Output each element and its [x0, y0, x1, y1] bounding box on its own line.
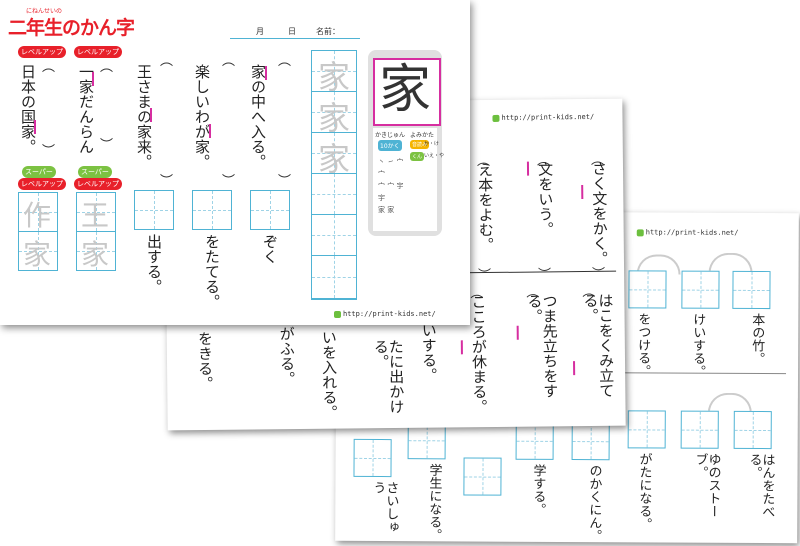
kanji-display [373, 58, 441, 126]
sentence: がふる。 [277, 326, 297, 387]
site-logo: http://print-kids.net/ [334, 310, 436, 318]
sentence: けいする。 [689, 312, 706, 378]
answer-box [76, 231, 116, 271]
answer-box [732, 270, 771, 310]
sentence: をたてる。 [203, 234, 221, 309]
strokes-badge: 10かく [378, 140, 402, 151]
title-ruby: にねんせいの [26, 8, 63, 15]
sentence: 楽しいわが家。 [193, 64, 211, 169]
practice-box [311, 91, 357, 133]
sentence: ぞく [261, 234, 279, 264]
answer-box [18, 231, 58, 271]
trace-kanji: 作 [22, 199, 51, 232]
highlight-mark [516, 325, 519, 340]
sentence: がたになる。 [636, 452, 652, 531]
super-badge: スーパー [78, 166, 112, 178]
site-logo: http://print-kids.net/ [636, 228, 738, 237]
sentence: こころが休まる。 [469, 294, 489, 415]
sentence: さく文をかく。 [589, 160, 610, 266]
highlight-mark [92, 72, 94, 86]
sentence: 学する。 [530, 463, 546, 516]
sentence: いする。 [419, 322, 439, 383]
answer-box [627, 410, 666, 449]
level-up-badge: レベルアップ [18, 178, 66, 190]
sentence: たに出かける。 [371, 338, 406, 415]
name-label: 名前： [316, 27, 340, 36]
sentence: はんをたべる。 [746, 452, 775, 519]
trace-kanji: 家 [80, 238, 109, 271]
answer-box [134, 190, 174, 230]
highlight-mark [526, 161, 530, 176]
answer-box [733, 410, 772, 450]
kakijun-label: かきじゅん [375, 132, 406, 139]
kun-reading: いえ・や [424, 153, 445, 159]
trace-kanji: 家 [317, 99, 350, 137]
sentence: さいしゅう [370, 480, 399, 534]
answer-box [628, 270, 667, 309]
practice-box [311, 173, 357, 215]
page-title: 二年生のかん字 [8, 17, 135, 39]
trace-kanji: 家 [317, 140, 350, 178]
highlight-mark [573, 361, 576, 376]
yomikata-label: よみかた [410, 132, 435, 139]
sentence: ゆのストーブ。 [692, 452, 721, 518]
answer-box [680, 410, 719, 449]
level-up-badge: レベルアップ [18, 46, 66, 58]
sentence: 本の竹。 [749, 312, 765, 366]
highlight-mark [209, 124, 211, 138]
sentence: 王さまの家来。 [135, 64, 153, 169]
stroke-order: 丶 ㇀ 宀 宀宀 宀 宇 宇家 家 [378, 158, 404, 214]
on-reading: か・け [424, 141, 440, 147]
kun-badge: くん [410, 152, 425, 161]
level-up-badge: レベルアップ [74, 46, 122, 58]
sentence: 日本の国家。 [19, 64, 37, 154]
sentence: 家の中へ入る。 [249, 64, 267, 169]
sentence: のかくにん。 [586, 464, 602, 543]
sentence: はこをくみ立てる。 [581, 292, 616, 398]
answer-box [353, 438, 392, 478]
sentence: いを入れる。 [319, 329, 339, 420]
sentence: 文をいう。 [535, 161, 555, 237]
worksheet-front: にねんせいの 二年生のかん字 月 日 名前： 家 家 家 家 かきじゅん よみか… [0, 0, 470, 325]
super-badge: スーパー [22, 166, 56, 178]
day-label: 日 [288, 27, 296, 36]
highlight-mark [265, 66, 267, 80]
highlight-mark [150, 108, 152, 122]
sentence: をつける。 [634, 312, 651, 378]
highlight-mark [581, 185, 584, 200]
sentence: をきる。 [195, 330, 215, 392]
sentence: つま先立ちをする。 [525, 293, 560, 399]
answer-box [681, 270, 720, 309]
logo-icon [334, 310, 341, 318]
answer-box [18, 192, 58, 232]
sentence: 出する。 [145, 234, 163, 294]
answer-box [515, 421, 554, 460]
trace-kanji: 家 [317, 58, 350, 96]
practice-box [311, 255, 357, 299]
logo-icon [636, 228, 644, 236]
answer-box [463, 457, 502, 496]
level-up-badge: レベルアップ [74, 178, 122, 190]
sentence: え本をよむ。 [475, 161, 495, 253]
month-label: 月 [256, 27, 264, 36]
sentence: 学生になる。 [426, 463, 442, 542]
answer-box [76, 192, 116, 232]
sentence: 一家だんらん [77, 64, 95, 154]
header-line [230, 38, 360, 39]
on-badge: 音読み [410, 140, 430, 149]
practice-box [311, 132, 357, 174]
practice-box [311, 214, 357, 256]
site-logo: http://print-kids.net/ [492, 113, 594, 122]
logo-icon [492, 114, 500, 122]
trace-kanji: 家 [22, 238, 51, 271]
highlight-mark [460, 340, 463, 355]
answer-box [571, 422, 610, 461]
trace-kanji: 王 [80, 199, 109, 232]
answer-box [250, 190, 290, 230]
kanji-glyph: 家 [378, 60, 431, 120]
answer-box [192, 190, 232, 230]
highlight-mark [34, 120, 36, 134]
